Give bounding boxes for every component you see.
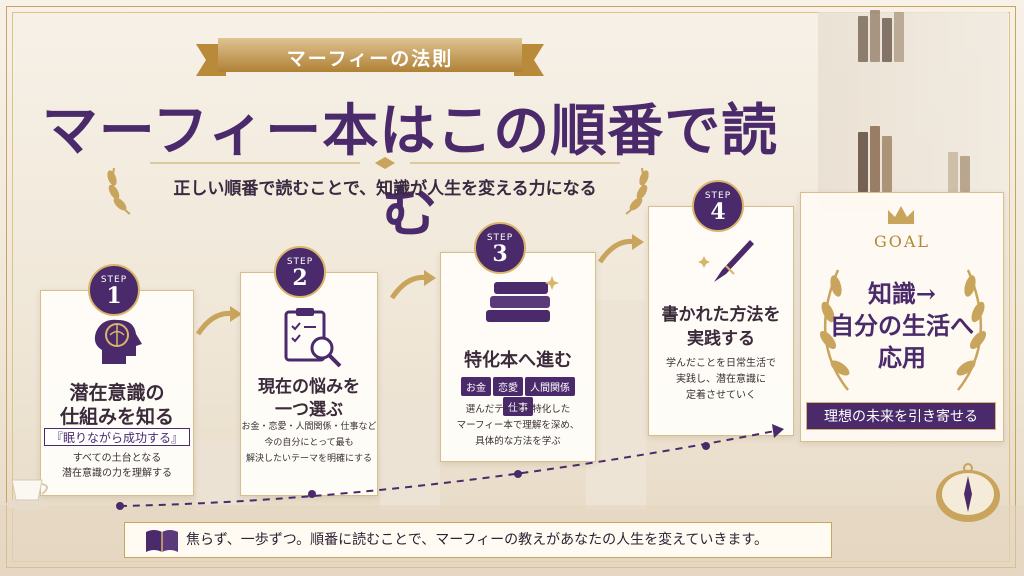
goal-label: GOAL bbox=[873, 232, 931, 251]
step-3-title: 特化本へ進む bbox=[464, 350, 572, 371]
step-2-desc-line1: お金・恋愛・人間関係・仕事など bbox=[241, 422, 377, 432]
step-3-badge-label: STEP bbox=[486, 233, 514, 243]
goal-text-line2: 自分の生活へ bbox=[830, 311, 974, 340]
teacup-icon bbox=[6, 479, 50, 510]
step-2-desc-line3: 解決したいテーマを明確にする bbox=[245, 454, 373, 464]
step-3-badge-number: 3 bbox=[492, 241, 508, 267]
footer-banner bbox=[124, 522, 832, 558]
footer-text: 焦らず、一歩ずつ。順番に読むことで、マーフィーの教えがあなたの人生を変えていきま… bbox=[186, 532, 768, 548]
step-2-badge-label: STEP bbox=[286, 257, 314, 267]
title-ribbon bbox=[196, 38, 544, 76]
laurel-right-icon bbox=[625, 167, 649, 215]
step-3-desc-line2: マーフィー本で理解を深め、 bbox=[456, 420, 580, 431]
step-3-badge: STEP 3 bbox=[474, 222, 526, 274]
goal-text-line3: 応用 bbox=[878, 343, 926, 372]
step-4-title-line1: 書かれた方法を bbox=[661, 305, 781, 325]
laurel-left-icon bbox=[107, 167, 131, 215]
arrow-step1-to-2-icon bbox=[195, 306, 242, 336]
step-1-badge-label: STEP bbox=[100, 275, 128, 285]
step-3-desc-line1: 選んだテーマに特化した bbox=[465, 404, 571, 415]
step-3-tag-list: お金恋愛人間関係仕事 bbox=[446, 376, 590, 416]
arrow-step2-to-3-icon bbox=[389, 270, 436, 300]
step-1-badge-number: 1 bbox=[106, 283, 122, 309]
step-1-title-line1: 潜在意識の bbox=[69, 382, 165, 404]
divider-ornament bbox=[150, 157, 620, 169]
step-4-desc-line1: 学んだことを日常生活で bbox=[666, 358, 776, 369]
background-bookshelf bbox=[818, 10, 1008, 212]
compass-icon bbox=[936, 463, 1000, 522]
open-book-icon bbox=[146, 530, 178, 552]
clipboard-search-icon bbox=[284, 308, 342, 368]
step-1-desc-line2: 潜在意識の力を理解する bbox=[62, 468, 172, 479]
step-4-card bbox=[648, 206, 794, 436]
goal-ribbon: 理想の未来を引き寄せる bbox=[806, 402, 996, 430]
step-2-desc-line2: 今の自分にとって最も bbox=[264, 438, 354, 448]
fountain-pen-icon bbox=[698, 240, 754, 282]
step-2-badge: STEP 2 bbox=[274, 246, 326, 298]
step-2-badge-number: 2 bbox=[292, 265, 308, 291]
subtitle: 正しい順番で読むことで、知識が人生を変える力になる bbox=[173, 179, 597, 199]
books-icon bbox=[486, 276, 559, 322]
arrow-step3-to-4-icon bbox=[597, 234, 644, 264]
goal-laurel-wreath-icon bbox=[819, 269, 987, 391]
tag-love: 恋愛 bbox=[493, 377, 523, 396]
step-4-desc-line2: 実践し、潜在意識に bbox=[676, 374, 766, 385]
page-title: マーフィー本はこの順番で読む bbox=[41, 98, 779, 245]
step-1-book-highlight: 『眠りながら成功する』 bbox=[44, 428, 190, 446]
step-1-desc-line1: すべての土台となる bbox=[72, 453, 162, 464]
tag-money: お金 bbox=[461, 377, 491, 396]
step-3-desc-line3: 具体的な方法を学ぶ bbox=[475, 436, 561, 447]
brain-head-icon bbox=[94, 319, 142, 364]
crown-icon bbox=[888, 206, 914, 224]
step-4-desc-line3: 定着させていく bbox=[686, 390, 756, 401]
step-2-title-line1: 現在の悩みを bbox=[258, 377, 360, 397]
goal-text-line1: 知識→ bbox=[867, 279, 937, 308]
step-1-badge: STEP 1 bbox=[88, 264, 140, 316]
step-4-title-line2: 実践する bbox=[687, 329, 755, 349]
step-1-title-line2: 仕組みを知る bbox=[59, 406, 174, 428]
ribbon-label: マーフィーの法則 bbox=[286, 47, 454, 70]
tag-work: 仕事 bbox=[503, 397, 533, 416]
step-2-title-line2: 一つ選ぶ bbox=[275, 400, 343, 420]
step-4-badge-number: 4 bbox=[710, 199, 726, 225]
goal-text: 知識→ 自分の生活へ 応用 bbox=[820, 278, 984, 374]
step-4-badge-label: STEP bbox=[704, 191, 732, 201]
step-4-badge: STEP 4 bbox=[692, 180, 744, 232]
tag-relationships: 人間関係 bbox=[525, 377, 575, 396]
